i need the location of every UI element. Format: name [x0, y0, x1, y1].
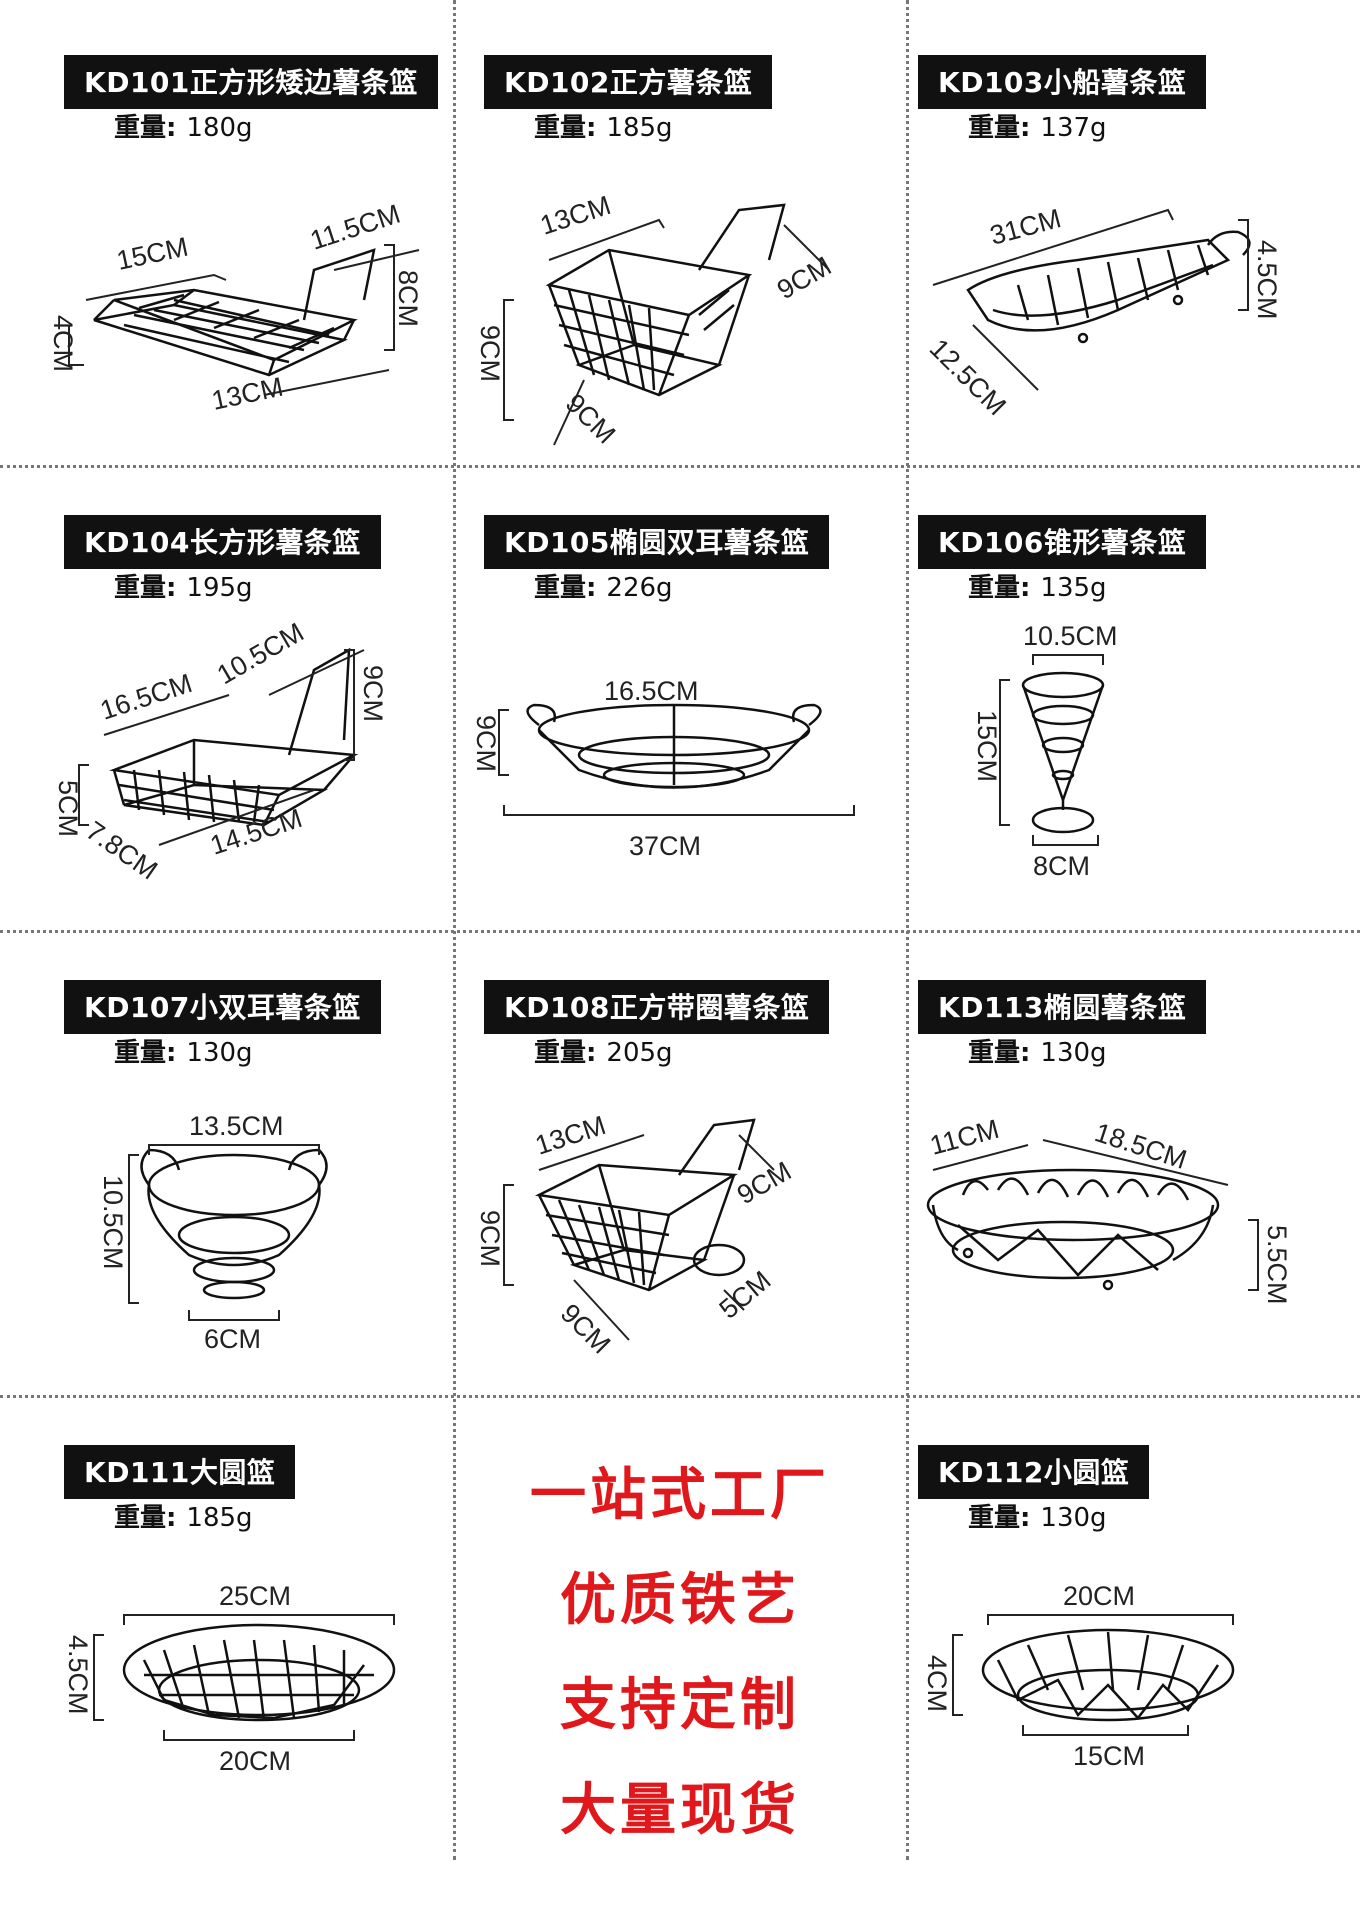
- slogan-quality-ironwork: 优质铁艺: [560, 1568, 800, 1633]
- basket-image: 25CM 4.5CM 20CM: [63, 1581, 396, 1776]
- product-label: KD101正方形矮边薯条篮: [64, 55, 438, 109]
- dim-label: 9CM: [560, 388, 622, 450]
- product-label: KD108正方带圈薯条篮: [484, 980, 830, 1034]
- product-card-kd103: KD103小船薯条篮 重量:137g 31CM 4.5CM 12.5CM: [918, 55, 1368, 515]
- dim-label: 15CM: [1073, 1741, 1145, 1771]
- basket-image: 16.5CM 10.5CM 9CM 5CM 7.8CM 14.5CM: [53, 617, 388, 886]
- dim-label: 8CM: [1033, 851, 1090, 881]
- product-card-kd112: KD112小圆篮 重量:130g 20CM 4CM 15CM: [918, 1445, 1368, 1905]
- product-card-kd106: KD106锥形薯条篮 重量:135g 10.5CM 15CM 8CM: [918, 515, 1368, 975]
- basket-image: 13CM 9CM 9CM 9CM: [475, 190, 836, 450]
- dim-label: 13.5CM: [189, 1111, 284, 1141]
- product-label: KD104长方形薯条篮: [64, 515, 381, 569]
- dim-label: 10.5CM: [1023, 621, 1118, 651]
- product-label: KD113椭圆薯条篮: [918, 980, 1207, 1034]
- product-weight: 重量:180g: [114, 113, 253, 143]
- dim-label: 11CM: [927, 1114, 1002, 1161]
- product-weight: 重量:205g: [534, 1038, 673, 1068]
- basket-image: 13.5CM 10.5CM 6CM: [98, 1111, 328, 1354]
- product-label: KD102正方薯条篮: [484, 55, 773, 109]
- dim-label: 4.5CM: [63, 1635, 93, 1715]
- dim-label: 15CM: [114, 232, 191, 276]
- dim-label: 4.5CM: [1252, 240, 1282, 320]
- product-card-kd111: KD111大圆篮 重量:185g 25CM 4.5CM 20CM: [63, 1445, 514, 1905]
- product-card-kd101: KD101正方形矮边薯条篮 重量:180g 15CM 11.5CM 8CM 4C…: [48, 55, 514, 515]
- dim-label: 4CM: [922, 1655, 952, 1712]
- basket-image: 10.5CM 15CM 8CM: [972, 621, 1118, 881]
- product-label: KD106锥形薯条篮: [918, 515, 1207, 569]
- product-weight: 重量:130g: [114, 1038, 253, 1068]
- slogan-one-stop-factory: 一站式工厂: [530, 1463, 830, 1528]
- product-card-kd105: KD105椭圆双耳薯条篮 重量:226g 16.5CM 9CM 37CM: [471, 515, 934, 975]
- basket-image: 13CM 9CM 9CM 9CM 5CM: [475, 1110, 796, 1360]
- product-weight: 重量:135g: [968, 573, 1107, 603]
- product-card-kd102: KD102正方薯条篮 重量:185g 13CM 9CM 9CM 9CM: [475, 55, 934, 515]
- row-divider-1: [0, 465, 1360, 468]
- dim-label: 6CM: [204, 1324, 261, 1354]
- dim-label: 13CM: [532, 1110, 610, 1161]
- dim-label: 12.5CM: [924, 333, 1012, 421]
- basket-image: 16.5CM 9CM 37CM: [471, 676, 855, 861]
- product-weight: 重量:185g: [534, 113, 673, 143]
- slogan-large-stock: 大量现货: [560, 1778, 800, 1843]
- product-label: KD103小船薯条篮: [918, 55, 1207, 109]
- product-label: KD112小圆篮: [918, 1445, 1150, 1499]
- dim-label: 5.5CM: [1262, 1225, 1292, 1305]
- product-card-kd108: KD108正方带圈薯条篮 重量:205g 13CM 9CM 9CM 9CM 5C…: [475, 980, 934, 1440]
- dim-label: 8CM: [393, 270, 423, 327]
- product-label: KD111大圆篮: [64, 1445, 296, 1499]
- dim-label: 25CM: [219, 1581, 291, 1611]
- basket-image: 15CM 11.5CM 8CM 4CM 13CM: [48, 199, 423, 416]
- slogan-customization: 支持定制: [560, 1673, 800, 1738]
- dim-label: 7.8CM: [81, 815, 163, 885]
- dim-label: 11.5CM: [307, 199, 404, 256]
- dim-label: 15CM: [972, 710, 1002, 782]
- dim-label: 9CM: [475, 1210, 505, 1267]
- product-label: KD107小双耳薯条篮: [64, 980, 381, 1034]
- dim-label: 20CM: [1063, 1581, 1135, 1611]
- product-weight: 重量:185g: [114, 1503, 253, 1533]
- product-weight: 重量:130g: [968, 1038, 1107, 1068]
- dim-label: 13CM: [209, 372, 286, 416]
- dim-label: 9CM: [555, 1298, 617, 1360]
- dim-label: 37CM: [629, 831, 701, 861]
- dim-label: 18.5CM: [1091, 1117, 1190, 1175]
- product-card-kd113: KD113椭圆薯条篮 重量:130g 11CM 18.5CM 5.5CM: [918, 980, 1368, 1440]
- dim-label: 13CM: [537, 190, 615, 241]
- dim-label: 9CM: [358, 665, 388, 722]
- dim-label: 10.5CM: [212, 617, 309, 690]
- product-card-kd107: KD107小双耳薯条篮 重量:130g 13.5CM 10.5CM 6CM: [64, 980, 514, 1440]
- basket-image: 31CM 4.5CM 12.5CM: [924, 203, 1282, 421]
- row-divider-2: [0, 930, 1360, 933]
- dim-label: 10.5CM: [98, 1175, 128, 1270]
- dim-label: 9CM: [475, 325, 505, 382]
- dim-label: 20CM: [219, 1746, 291, 1776]
- product-weight: 重量:195g: [114, 573, 253, 603]
- dim-label: 5CM: [53, 780, 83, 837]
- basket-image: 11CM 18.5CM 5.5CM: [926, 1114, 1292, 1305]
- product-card-kd104: KD104长方形薯条篮 重量:195g 16.5CM 10.5CM 9CM 5C…: [53, 515, 514, 975]
- dim-label: 31CM: [987, 203, 1064, 251]
- basket-image: 20CM 4CM 15CM: [922, 1581, 1235, 1771]
- row-divider-3: [0, 1395, 1360, 1398]
- product-weight: 重量:226g: [534, 573, 673, 603]
- product-label: KD105椭圆双耳薯条篮: [484, 515, 830, 569]
- product-weight: 重量:137g: [968, 113, 1107, 143]
- dim-label: 4CM: [48, 315, 78, 372]
- dim-label: 16.5CM: [604, 676, 699, 706]
- dim-label: 16.5CM: [97, 668, 196, 726]
- dim-label: 9CM: [471, 715, 501, 772]
- dim-label: 9CM: [772, 251, 836, 305]
- product-weight: 重量:130g: [968, 1503, 1107, 1533]
